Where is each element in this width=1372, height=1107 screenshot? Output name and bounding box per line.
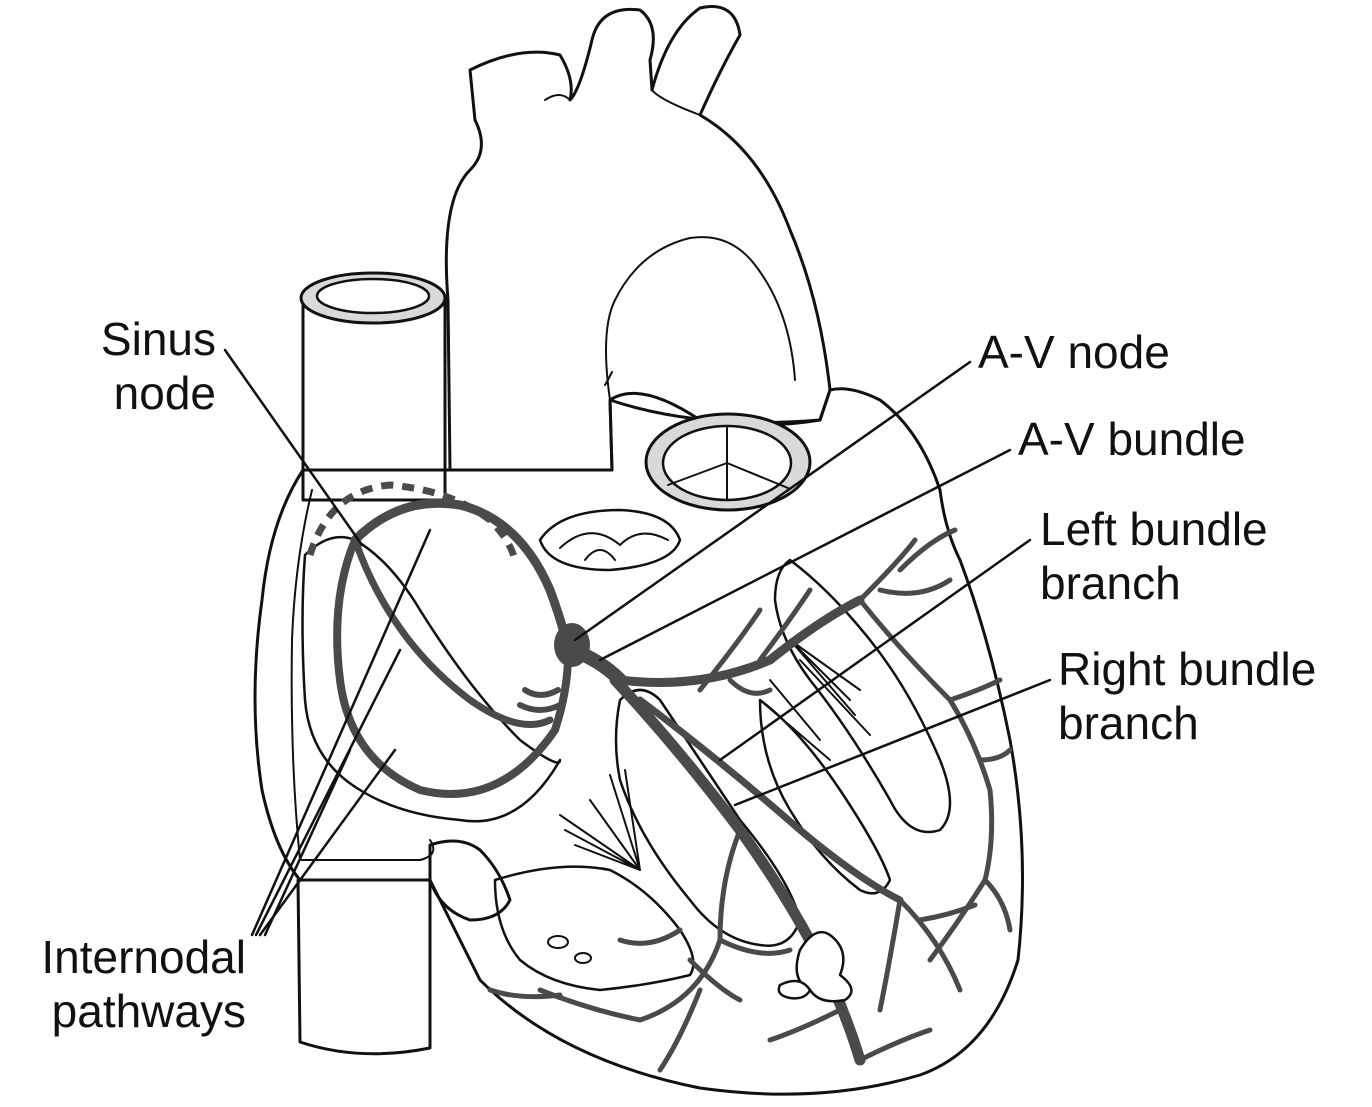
label-internodal-pathways: Internodal pathways xyxy=(0,930,246,1038)
label-left-bundle-branch: Left bundle branch xyxy=(1040,502,1268,610)
heart-body xyxy=(253,387,1024,1096)
label-left-bundle-branch-line1: Left bundle xyxy=(1040,503,1268,555)
left-ventricle xyxy=(758,558,952,895)
label-right-bundle-branch: Right bundle branch xyxy=(1058,642,1316,750)
leader-right-bundle-branch xyxy=(733,678,1052,807)
aortic-arch xyxy=(444,5,832,472)
label-av-bundle: A-V bundle xyxy=(1018,412,1246,466)
label-internodal-pathways-line1: Internodal xyxy=(41,931,246,983)
leader-lines xyxy=(223,348,1052,937)
chordae-tendineae xyxy=(559,639,871,871)
label-internodal-pathways-line2: pathways xyxy=(51,985,246,1037)
aortic-valve xyxy=(644,412,812,512)
label-sinus-node-line1: Sinus xyxy=(100,313,216,365)
leader-av-node xyxy=(573,360,972,642)
leader-av-bundle xyxy=(598,448,1012,662)
label-right-bundle-branch-line2: branch xyxy=(1058,697,1199,749)
mitral-valve xyxy=(538,508,682,572)
label-av-node: A-V node xyxy=(978,325,1170,379)
inferior-vena-cava xyxy=(296,878,432,1056)
apex-openings xyxy=(547,930,853,1003)
leader-sinus-node xyxy=(223,348,364,547)
label-right-bundle-branch-line1: Right bundle xyxy=(1058,643,1317,695)
internodal-dashed-tract xyxy=(306,481,519,561)
label-sinus-node: Sinus node xyxy=(60,312,216,420)
label-sinus-node-line2: node xyxy=(113,367,216,419)
leader-left-bundle-branch xyxy=(718,538,1032,762)
leader-internodal-pathways xyxy=(250,528,432,937)
label-av-node-line1: A-V node xyxy=(978,326,1170,378)
label-av-bundle-line1: A-V bundle xyxy=(1018,413,1246,465)
superior-vena-cava xyxy=(299,271,447,502)
label-left-bundle-branch-line2: branch xyxy=(1040,557,1181,609)
conduction-system xyxy=(333,498,1013,1073)
coronary-sinus-fold xyxy=(428,839,512,922)
right-ventricle xyxy=(493,688,802,992)
